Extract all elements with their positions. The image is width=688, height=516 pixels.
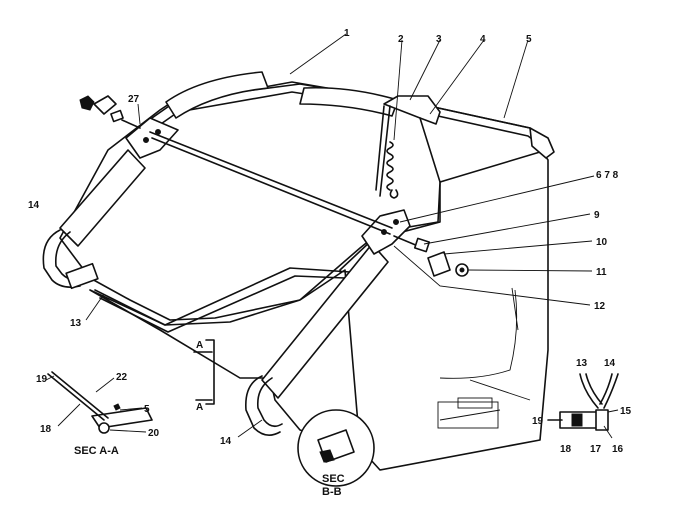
floor-frame — [94, 267, 351, 333]
leader-11 — [467, 269, 593, 272]
label-11: 11 — [596, 267, 607, 278]
leader-18 — [57, 403, 81, 427]
top-grip-left — [165, 71, 269, 119]
label-22: 22 — [116, 372, 128, 383]
top-grip-right — [299, 86, 399, 117]
clip-detail — [547, 373, 619, 431]
bag-vent — [437, 401, 499, 429]
spring-assembly — [375, 95, 441, 199]
right-handle-grip — [261, 243, 389, 399]
section-a-bracket — [205, 339, 215, 405]
label-r15: 15 — [620, 406, 632, 417]
left-nut — [79, 95, 95, 111]
leader-4 — [429, 39, 485, 115]
leader-3 — [409, 39, 441, 101]
label-14-left: 14 — [28, 200, 40, 211]
cross-rod-line — [149, 131, 393, 235]
leader-678 — [399, 175, 595, 223]
sec-aa-panel — [91, 407, 153, 429]
right-nut-hole — [459, 267, 465, 273]
label-678: 6 7 8 — [596, 170, 619, 181]
label-r14: 14 — [604, 358, 616, 369]
left-spacer — [110, 109, 124, 123]
label-r17: 17 — [590, 444, 602, 455]
clip-tube-right — [599, 373, 619, 409]
section-bb-caption-1: SEC — [322, 473, 345, 485]
part-labels: 1 2 3 4 5 6 7 8 9 10 11 12 27 14 13 14 1… — [28, 28, 632, 498]
label-r19: 19 — [532, 416, 544, 427]
label-18: 18 — [40, 424, 52, 435]
leader-20 — [109, 429, 147, 433]
spring-hook — [389, 189, 399, 199]
label-10: 10 — [596, 237, 608, 248]
label-9: 9 — [594, 210, 600, 221]
section-bb-caption-2: B-B — [322, 486, 342, 498]
leader-22 — [95, 377, 115, 393]
leader-r16 — [603, 425, 613, 439]
leader-9 — [423, 213, 591, 245]
label-2: 2 — [398, 34, 404, 45]
leader-13 — [85, 293, 105, 321]
label-19: 19 — [36, 374, 48, 385]
clip-tube-left — [579, 373, 603, 409]
sec-aa-clip — [98, 422, 110, 434]
spring-coil — [386, 141, 394, 191]
right-corner-bracket — [529, 127, 555, 159]
leader-5 — [503, 39, 529, 119]
bracket-hole — [143, 137, 149, 143]
label-3: 3 — [436, 34, 442, 45]
left-bolt — [121, 119, 141, 129]
label-5: 5 — [526, 34, 532, 45]
clip-block — [571, 413, 583, 427]
label-13: 13 — [70, 318, 82, 329]
bag-vent-left — [457, 397, 493, 409]
sec-aa-clip-mark — [113, 403, 121, 411]
catcher-bag — [59, 83, 549, 471]
clip-jaw — [595, 409, 609, 431]
label-14-bottom: 14 — [220, 436, 232, 447]
hanger-strap — [375, 105, 441, 197]
leader-27 — [137, 103, 141, 125]
label-1: 1 — [344, 28, 350, 39]
left-handle-grip — [59, 149, 146, 247]
bracket-hole — [393, 219, 399, 225]
leader-19 — [45, 375, 55, 381]
section-a-marker — [193, 339, 215, 405]
section-bb-detail — [297, 409, 375, 487]
leader-5b — [119, 407, 143, 411]
sec-bb-latch-edge — [319, 449, 335, 463]
leader-14b — [237, 419, 263, 438]
leader-r15 — [607, 409, 619, 413]
sec-aa-rod — [47, 371, 109, 421]
section-a-label-bottom: A — [196, 402, 203, 413]
label-5-sec: 5 — [144, 404, 150, 415]
left-cap — [93, 95, 117, 115]
label-r18: 18 — [560, 444, 572, 455]
label-12: 12 — [594, 301, 606, 312]
cross-rod — [149, 131, 393, 235]
label-r16: 16 — [612, 444, 624, 455]
section-aa-caption: SEC A-A — [74, 445, 119, 457]
label-20: 20 — [148, 428, 160, 439]
right-spacer — [413, 237, 431, 253]
frame-top — [151, 71, 555, 159]
leader-lines — [45, 33, 619, 439]
label-27: 27 — [128, 94, 140, 105]
label-r13: 13 — [576, 358, 588, 369]
leader-12 — [393, 245, 591, 306]
label-4: 4 — [480, 34, 486, 45]
section-a-label-top: A — [196, 340, 203, 351]
left-handle-clip — [65, 262, 99, 290]
leader-2 — [393, 39, 403, 141]
leader-1 — [289, 33, 347, 75]
bag-crease — [439, 287, 531, 421]
right-bolt — [393, 235, 419, 247]
leader-10 — [443, 240, 593, 255]
right-handle-loop — [245, 375, 283, 436]
section-aa-detail — [47, 371, 153, 434]
left-hardware — [79, 95, 141, 129]
right-cap — [427, 251, 451, 277]
